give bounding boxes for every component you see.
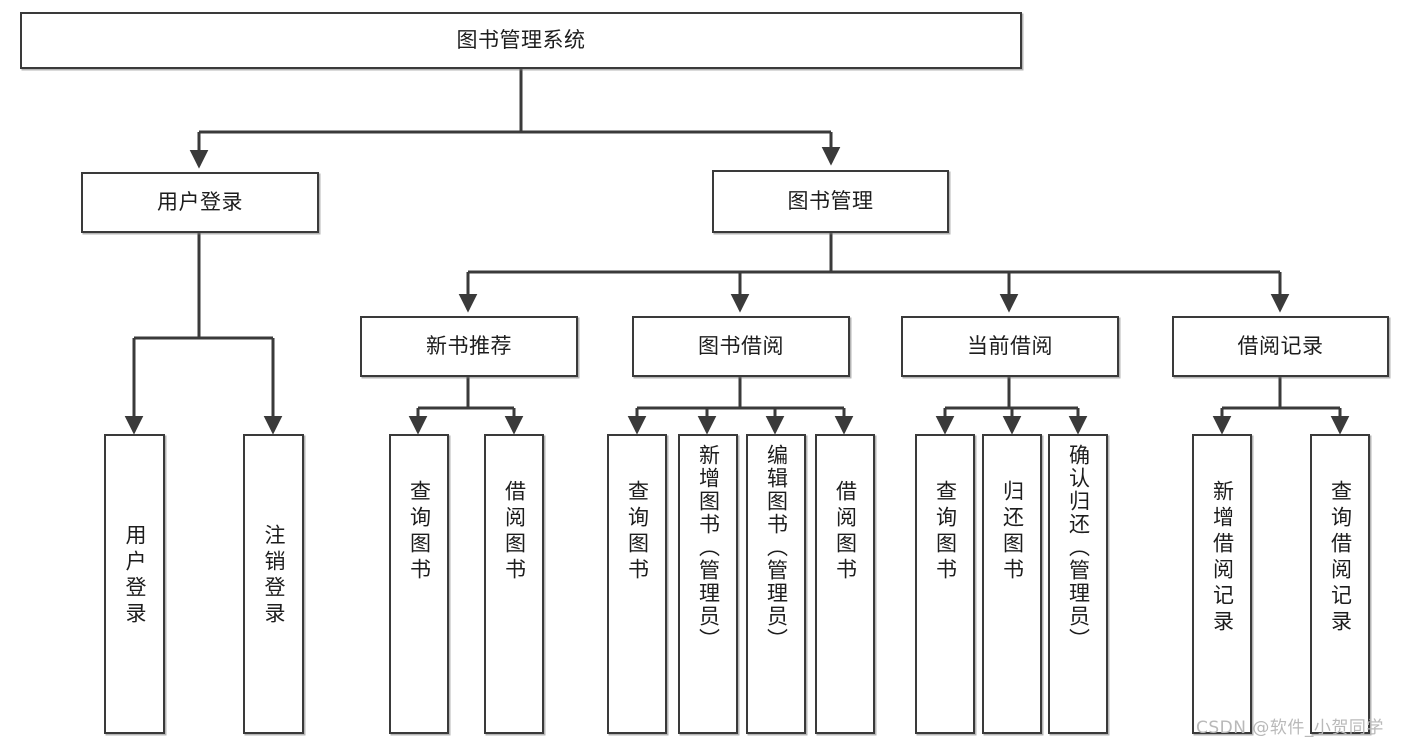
node-leaf-borrow-query-book-label: 查询图书: [625, 480, 650, 584]
node-root[interactable]: 图书管理系统: [20, 12, 1022, 69]
node-leaf-rec-borrow-book-label: 借阅图书: [502, 480, 527, 584]
node-leaf-borrow-add-book[interactable]: 新增图书（管理员）: [678, 434, 738, 734]
node-leaf-cur-confirm-return[interactable]: 确认归还（管理员）: [1048, 434, 1108, 734]
node-current-borrow-label: 当前借阅: [967, 333, 1053, 358]
node-leaf-rec-query-record[interactable]: 查询借阅记录: [1310, 434, 1370, 734]
node-leaf-borrow-add-book-label: 新增图书（管理员）: [696, 444, 721, 651]
node-current-borrow[interactable]: 当前借阅: [901, 316, 1119, 377]
node-user-login-label: 用户登录: [157, 189, 243, 214]
node-leaf-cur-confirm-return-label: 确认归还（管理员）: [1066, 444, 1091, 651]
node-book-manage[interactable]: 图书管理: [712, 170, 949, 233]
node-new-book-recommend-label: 新书推荐: [426, 333, 512, 358]
node-leaf-borrow-edit-book[interactable]: 编辑图书（管理员）: [746, 434, 806, 734]
node-leaf-user-login-label: 用户登录: [123, 524, 147, 628]
node-leaf-rec-borrow-book[interactable]: 借阅图书: [484, 434, 544, 734]
node-leaf-borrow-borrow-book-label: 借阅图书: [833, 480, 858, 584]
node-leaf-borrow-edit-book-label: 编辑图书（管理员）: [764, 444, 789, 651]
node-leaf-rec-query-book-label: 查询图书: [407, 480, 432, 584]
node-leaf-cur-return-book[interactable]: 归还图书: [982, 434, 1042, 734]
node-book-borrow-label: 图书借阅: [698, 333, 784, 358]
node-leaf-cur-query-book-label: 查询图书: [933, 480, 958, 584]
node-user-login[interactable]: 用户登录: [81, 172, 319, 233]
node-borrow-record-label: 借阅记录: [1237, 333, 1324, 358]
node-book-borrow[interactable]: 图书借阅: [632, 316, 850, 377]
node-leaf-rec-add-record-label: 新增借阅记录: [1210, 480, 1235, 636]
csdn-watermark: CSDN @软件_小贺同学: [1196, 718, 1384, 738]
node-borrow-record[interactable]: 借阅记录: [1172, 316, 1389, 377]
node-leaf-borrow-query-book[interactable]: 查询图书: [607, 434, 667, 734]
node-leaf-cur-query-book[interactable]: 查询图书: [915, 434, 975, 734]
node-leaf-cur-return-book-label: 归还图书: [1000, 480, 1025, 584]
node-book-manage-label: 图书管理: [787, 188, 874, 213]
node-new-book-recommend[interactable]: 新书推荐: [360, 316, 578, 377]
node-leaf-user-logout-label: 注销登录: [262, 524, 286, 628]
node-leaf-borrow-borrow-book[interactable]: 借阅图书: [815, 434, 875, 734]
node-root-label: 图书管理系统: [456, 27, 586, 52]
node-leaf-user-login[interactable]: 用户登录: [104, 434, 165, 734]
node-leaf-user-logout[interactable]: 注销登录: [243, 434, 304, 734]
node-leaf-rec-query-record-label: 查询借阅记录: [1328, 480, 1353, 636]
node-leaf-rec-query-book[interactable]: 查询图书: [389, 434, 449, 734]
node-leaf-rec-add-record[interactable]: 新增借阅记录: [1192, 434, 1252, 734]
